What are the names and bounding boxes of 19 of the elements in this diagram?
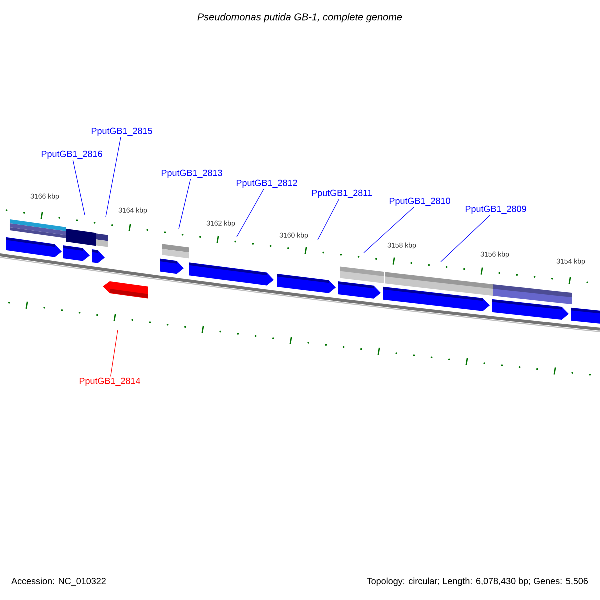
leader-line [110,330,118,378]
gene-label: PputGB1_2809 [466,206,526,214]
title: Pseudomonas putida GB-1, complete genome [198,13,402,23]
gene-label: PputGB1_2815 [92,128,152,136]
leader-line [440,214,491,262]
leader-line [364,206,414,254]
leader-line [318,198,340,240]
leader-line [236,188,264,238]
gene-label: PputGB1_2811 [312,190,372,198]
gene-label: PputGB1_2813 [162,170,222,178]
gene-label: PputGB1_2816 [42,150,102,160]
genome-info-label: Topology: circular; Length: 6,078,430 bp; Genes: 5,506 [367,578,588,586]
leader-line [106,136,122,218]
gene-label: PputGB1_2814 [80,378,140,386]
accession-label: Accession: NC_010322 [12,578,106,586]
gene-label: PputGB1_2812 [236,180,298,188]
gene-label: PputGB1_2810 [390,198,450,206]
leader-line [178,178,192,230]
leader-line [72,160,86,216]
